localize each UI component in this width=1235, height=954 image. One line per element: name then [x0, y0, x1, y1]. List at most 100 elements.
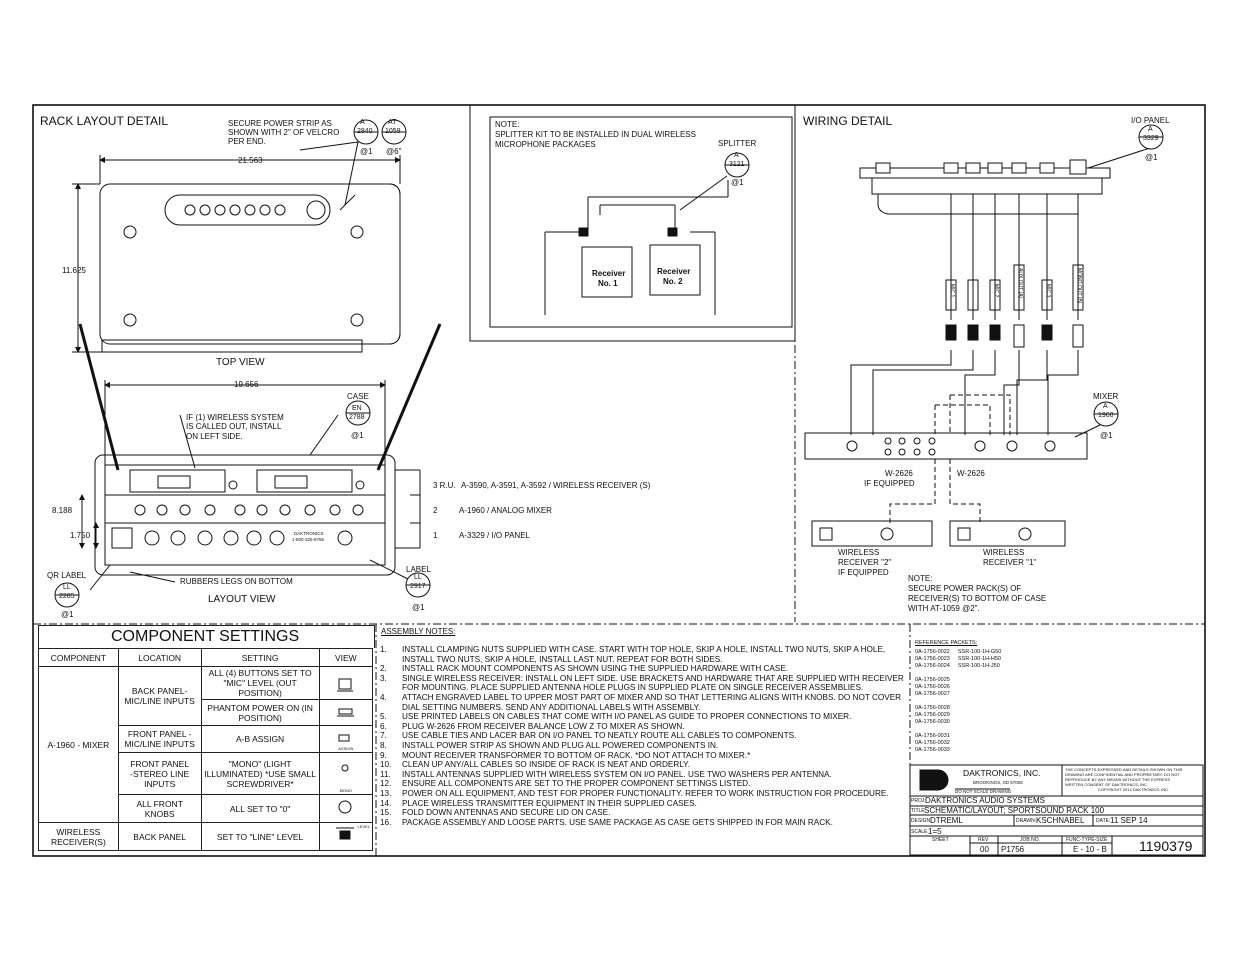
receiver-2-line-2: No. 2: [663, 277, 683, 286]
mixer-callout-value: 1960: [1098, 412, 1114, 419]
note-12: 12.ENSURE ALL COMPONENTS ARE SET TO THE …: [380, 779, 751, 789]
confidential-1: THE CONCEPTS EXPRESSED AND DETAILS SHOWN…: [1065, 767, 1183, 772]
view-button-out-icon: [318, 666, 374, 700]
cell-back-setting-2: PHANTOM POWER ON (IN POSITION): [200, 699, 320, 726]
note-6: 6.PLUG W-2626 FROM RECEIVER BALANCE LOW …: [380, 721, 685, 731]
confidential-4: WRITTEN CONSENT OF DAKTRONICS, INC.: [1065, 782, 1149, 787]
cell-back-panel: BACK PANEL- MIC/LINE INPUTS: [117, 666, 202, 726]
wireless-note-3: ON LEFT SIDE.: [186, 432, 243, 441]
header-setting: SETTING: [200, 648, 320, 667]
company-address: BROOKINGS, SD 57006: [973, 780, 1023, 785]
job-value: P1756: [1001, 845, 1025, 854]
rubbers-note: RUBBERS LEGS ON BOTTOM: [180, 577, 293, 586]
top-view-label: TOP VIEW: [216, 357, 265, 368]
pack-note-3: RECEIVER(S) TO BOTTOM OF CASE: [908, 594, 1047, 603]
view-mono-icon: MONO: [318, 752, 374, 795]
cell-front-panel: FRONT PANEL - MIC/LINE INPUTS: [117, 725, 202, 753]
wireless-note-2: IS CALLED OUT, INSTALL: [186, 422, 282, 431]
note-1: 1.INSTALL CLAMPING NUTS SUPPLIED WITH CA…: [380, 645, 886, 664]
power-note-1: SECURE POWER STRIP AS: [228, 119, 332, 128]
qr-callout-label: LL: [63, 584, 71, 591]
pack-note-4: WITH AT-1059 @2".: [908, 604, 980, 613]
note-7: 7.USE CABLE TIES AND LACER BAR ON I/O PA…: [380, 731, 797, 741]
note-2: 2.INSTALL RACK MOUNT COMPONENTS AS SHOWN…: [380, 664, 789, 674]
cell-back-setting-1: ALL (4) BUTTONS SET TO "MIC" LEVEL (OUT …: [200, 666, 320, 700]
title-value: SCHEMATIC/LAYOUT; SPORTSOUND RACK 100: [924, 806, 1105, 815]
view-knob-icon: [318, 794, 374, 823]
io-callout-label: A: [1148, 126, 1153, 133]
splitter-note-1: NOTE:: [495, 120, 520, 129]
ref-col-2: SSR-100-1H-G50 SSR-100-1H-H50 SSR-100-1H…: [957, 649, 1002, 669]
design-label: DESIGN:: [911, 818, 932, 824]
cell-mixer: A-1960 - MIXER: [38, 666, 119, 823]
dim-width-layout: 19.656: [234, 380, 259, 389]
case-label: CASE: [347, 392, 369, 401]
dim-1750: 1.750: [70, 531, 91, 540]
header-component: COMPONENT: [38, 648, 119, 667]
power-note-3: PER END.: [228, 137, 266, 146]
assembly-notes-title: ASSEMBLY NOTES:: [381, 627, 456, 636]
callout-at-value: 1059: [385, 128, 401, 135]
splitter-label: SPLITTER: [718, 139, 757, 148]
pack-note-2: SECURE POWER PACK(S) OF: [908, 584, 1022, 593]
callout-at-label: AT: [388, 119, 397, 126]
view-level-switch-icon: LEVEL: [318, 822, 374, 851]
receiver2-label-3: IF EQUIPPED: [838, 568, 889, 577]
io-panel-label: I/O PANEL: [1131, 116, 1170, 125]
proj-label: PROJ:: [911, 798, 926, 804]
note-4: 4.ATTACH ENGRAVED LABEL TO UPPER MOST PA…: [380, 692, 902, 712]
w2626-left-1: W-2626: [885, 469, 913, 478]
rack-row-1-ru: 1: [433, 531, 438, 540]
cell-wireless-setting: SET TO "LINE" LEVEL: [200, 822, 320, 851]
receiver2-label-1: WIRELESS: [838, 548, 880, 557]
rack-row-2-desc: A-1960 / ANALOG MIXER: [459, 506, 552, 515]
note-16: 16.PACKAGE ASSEMBLY AND LOOSE PARTS. USE…: [380, 817, 833, 827]
w2626-right: W-2626: [957, 469, 985, 478]
cell-wireless: WIRELESS RECEIVER(S): [38, 822, 119, 851]
label-callout-label: LL: [414, 574, 422, 581]
design-value: DTREML: [930, 816, 963, 825]
note-8: 8.INSTALL POWER STRIP AS SHOWN AND PLUG …: [380, 740, 719, 750]
header-view: VIEW: [318, 648, 374, 667]
cable-tag-aux: AUX OUT (A): [1017, 268, 1023, 299]
dim-8188: 8.188: [52, 506, 73, 515]
view-assign-icon: ASSIGN: [318, 725, 374, 753]
cell-stereo-panel: FRONT PANEL -STEREO LINE INPUTS: [117, 752, 202, 795]
note-5: 5.USE PRINTED LABELS ON CABLES THAT COME…: [380, 712, 852, 722]
callout-a-label: A: [360, 119, 365, 126]
io-callout-value: 3329: [1143, 135, 1159, 142]
rack-row-1-desc: A-3329 / I/O PANEL: [459, 531, 530, 540]
pack-note-1: NOTE:: [908, 574, 933, 583]
case-callout-label: EN: [352, 405, 362, 412]
splitter-callout-qty: @1: [731, 178, 744, 187]
qr-callout-value: 2285: [59, 593, 75, 600]
confidential-5: COPYRIGHT 2014 DAKTRONICS, INC.: [1098, 787, 1170, 792]
cable-tag-mic2: MIC 2: [993, 284, 999, 298]
proj-value: DAKTRONICS AUDIO SYSTEMS: [925, 796, 1046, 805]
mixer-callout-qty: @1: [1100, 431, 1113, 440]
title-block-frame: [909, 764, 1204, 856]
mixer-label: MIXER: [1093, 392, 1119, 401]
cable-tag-mic1: MIC 1: [949, 284, 955, 298]
scale-label: SCALE:: [911, 829, 929, 835]
ref-col-1: 0A-1756-0022 0A-1756-0023 0A-1756-0024 0…: [915, 649, 950, 753]
drawn-value: KSCHNABEL: [1036, 816, 1085, 825]
drawing-number: 1190379: [1139, 838, 1193, 854]
callout-a-qty: @1: [360, 147, 373, 156]
func-label: FUNC-TYPE-SIZE: [1066, 837, 1108, 843]
qr-label: QR LABEL: [47, 571, 87, 580]
note-9: 9.MOUNT RECEIVER TRANSFORMER TO BOTTOM O…: [380, 750, 751, 760]
wireless-note-1: IF (1) WIRELESS SYSTEM: [186, 413, 284, 422]
date-value: 11 SEP 14: [1110, 816, 1148, 825]
cell-wireless-location: BACK PANEL: [117, 822, 202, 851]
io-callout-qty: @1: [1145, 153, 1158, 162]
splitter-note-2: SPLITTER KIT TO BE INSTALLED IN DUAL WIR…: [495, 130, 696, 139]
label-callout-value: 2917: [410, 583, 426, 590]
label-label: LABEL: [406, 565, 431, 574]
wiring-title: WIRING DETAIL: [803, 114, 893, 128]
view-button-in-icon: [318, 699, 374, 726]
sheet-label: SHEET: [932, 837, 949, 843]
header-location: LOCATION: [117, 648, 202, 667]
cell-knobs-location: ALL FRONT KNOBS: [117, 794, 202, 823]
receiver1-label-2: RECEIVER "1": [983, 558, 1037, 567]
